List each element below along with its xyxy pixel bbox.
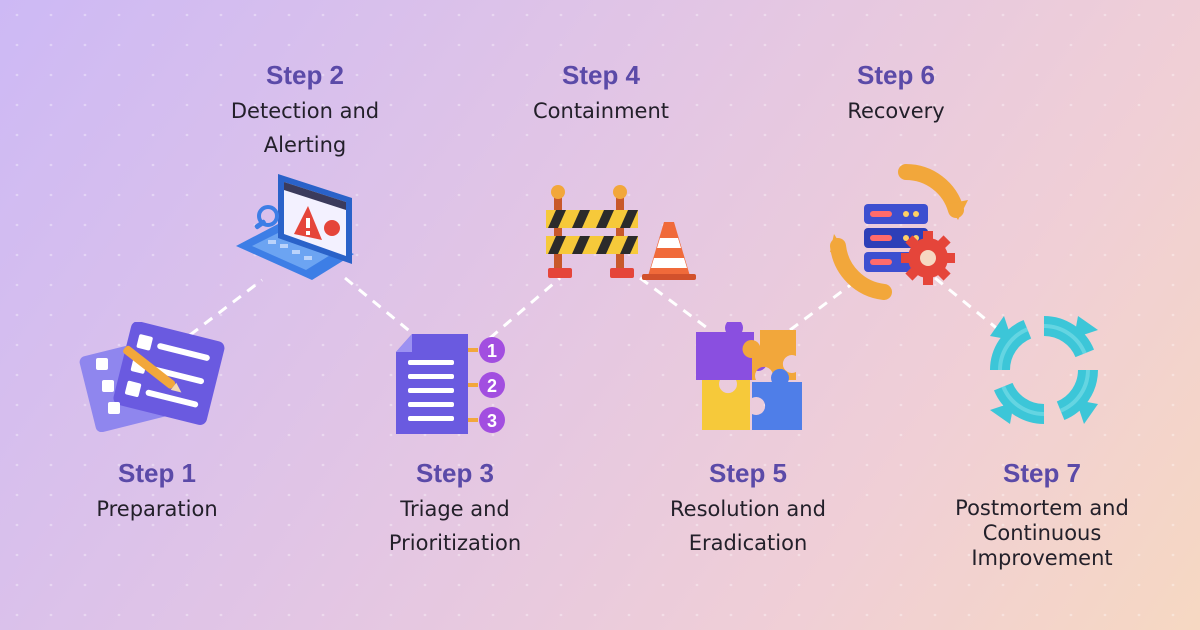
list-number-3: 3 [487,411,497,431]
puzzle-icon [690,322,814,434]
step-2-desc: Detection and Alerting [190,94,420,162]
step-4-desc: Containment [491,94,711,128]
step-3: Step 3 Triage and Prioritization [345,458,565,560]
connector-5-6 [789,276,861,332]
step-7-desc: Postmortem and Continuous Improvement [924,496,1160,571]
step-4-title: Step 4 [561,60,641,90]
connector-3-4 [489,276,561,340]
step-6-title: Step 6 [856,60,936,90]
step-2-title: Step 2 [265,60,345,90]
cycle-arrows-icon [982,308,1106,432]
step-3-desc-line: Triage and [400,497,510,521]
step-5-desc-line: Resolution and [670,497,826,521]
laptop-alert-icon [228,168,356,296]
step-1-desc: Preparation [57,492,257,526]
connector-4-5 [639,276,711,332]
step-6-desc-line: Recovery [847,99,945,123]
numbered-list-icon: 1 2 3 [392,330,508,440]
step-7: Step 7 Postmortem and Continuous Improve… [924,458,1160,571]
step-4: Step 4 Containment [491,60,711,128]
checklist-icon [78,322,230,432]
step-7-title: Step 7 [1002,458,1082,488]
step-5: Step 5 Resolution and Eradication [630,458,866,560]
connector-6-7 [934,276,1006,337]
barrier-icon [540,182,696,282]
step-1-title: Step 1 [117,458,197,488]
list-number-1: 1 [487,341,497,361]
step-4-desc-line: Containment [533,99,669,123]
step-1-desc-line: Preparation [96,497,218,521]
connector-1-2 [189,278,263,337]
list-number-2: 2 [487,376,497,396]
connector-2-3 [344,276,419,340]
step-6: Step 6 Recovery [786,60,1006,128]
step-7-desc-line: Continuous [982,521,1102,545]
step-2: Step 2 Detection and Alerting [190,60,420,162]
step-3-desc: Triage and Prioritization [345,492,565,560]
step-6-desc: Recovery [786,94,1006,128]
step-5-title: Step 5 [708,458,788,488]
server-recovery-icon [828,160,968,300]
step-1: Step 1 Preparation [57,458,257,526]
step-2-desc-line: Alerting [263,133,347,157]
step-3-title: Step 3 [415,458,495,488]
step-5-desc: Resolution and Eradication [630,492,866,560]
step-3-desc-line: Prioritization [388,531,522,555]
step-2-desc-line: Detection and [230,99,380,123]
step-5-desc-line: Eradication [688,531,808,555]
step-7-desc-line: Improvement [971,546,1113,570]
step-7-desc-line: Postmortem and [955,496,1129,520]
